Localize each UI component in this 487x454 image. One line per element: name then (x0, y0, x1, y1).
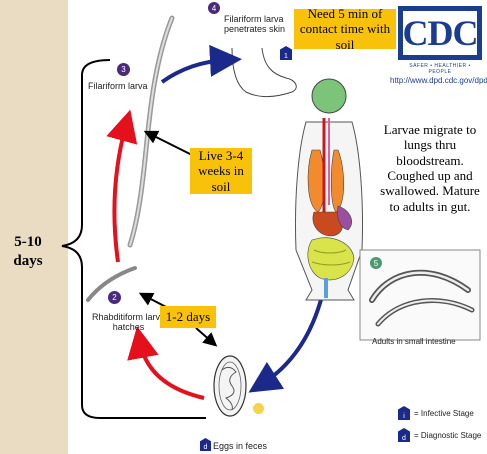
eggs-stage-badge (253, 403, 264, 414)
stage-2-badge: 2 (108, 291, 121, 304)
label-filariform-larva: Filariform larva (88, 81, 148, 91)
migration-note: Larvae migrate to lungs thru bloodstream… (380, 122, 480, 214)
cdc-logo (398, 6, 482, 60)
human-body (294, 78, 364, 301)
infective-stage-icon: i (398, 406, 410, 420)
callout-hatch-days: 1-2 days (160, 306, 216, 328)
stage-diagnostic-number: d (203, 444, 208, 451)
legend-infective-text: = Infective Stage (414, 408, 474, 418)
callout-contact-time: Need 5 min of contact time with soil (294, 6, 396, 52)
label-adults: Adults in small intestine (372, 337, 456, 346)
callout-live-soil-text: Live 3-4 weeks in soil (198, 147, 244, 194)
stage-4-badge: 4 (208, 2, 220, 14)
cdc-url: http://www.dpd.cdc.gov/dpdx (390, 76, 487, 85)
eggs-drawing (213, 355, 247, 417)
arrow-larva-to-skin (160, 44, 242, 84)
label-rhabditiform: Rhabditiform larva hatches (92, 312, 166, 333)
stage-5-number: 5 (373, 258, 379, 268)
callout-contact-time-text: Need 5 min of contact time with soil (299, 5, 391, 52)
arrow-eggs-to-rhabditiform (127, 326, 205, 400)
foot-drawing (231, 47, 297, 98)
sidebar-panel (0, 0, 68, 454)
callout-hatch-days-text: 1-2 days (165, 309, 211, 325)
arrow-body-to-eggs (248, 295, 324, 393)
legend-infective: i = Infective Stage (398, 406, 474, 420)
legend-diagnostic: d = Diagnostic Stage (398, 428, 481, 442)
brace-bracket (61, 59, 206, 419)
legend-diagnostic-text: = Diagnostic Stage (414, 430, 482, 440)
label-filariform-penetrates: Filariform larva penetrates skin (224, 14, 286, 35)
infective-mark-text: i (403, 413, 405, 420)
stage-4-number: 4 (211, 3, 217, 13)
stage-2-number: 2 (112, 293, 117, 302)
filariform-larva-worm (127, 15, 175, 248)
days-label: 5-10 days (13, 234, 43, 269)
stage-1-number: 1 (284, 53, 288, 60)
cdc-logo-text: CDC (402, 13, 479, 53)
stage-5-badge: 5 (370, 257, 382, 269)
rhabditiform-larva-worm (86, 266, 137, 302)
stage-3-number: 3 (121, 65, 126, 74)
pointer-hatch-to-eggs (195, 327, 218, 347)
stage-diagnostic-badge: d (200, 438, 211, 451)
cdc-tagline: SAFER • HEALTHIER • PEOPLE (409, 63, 471, 75)
stage-3-badge: 3 (117, 63, 130, 76)
label-eggs: Eggs in feces (213, 441, 268, 451)
diagnostic-mark-text: d (402, 435, 406, 442)
arrow-rhabditiform-to-filariform (106, 109, 138, 263)
diagnostic-stage-icon: d (398, 428, 410, 442)
callout-live-soil: Live 3-4 weeks in soil (190, 148, 252, 194)
stage-1-infective-badge: 1 (280, 46, 292, 60)
